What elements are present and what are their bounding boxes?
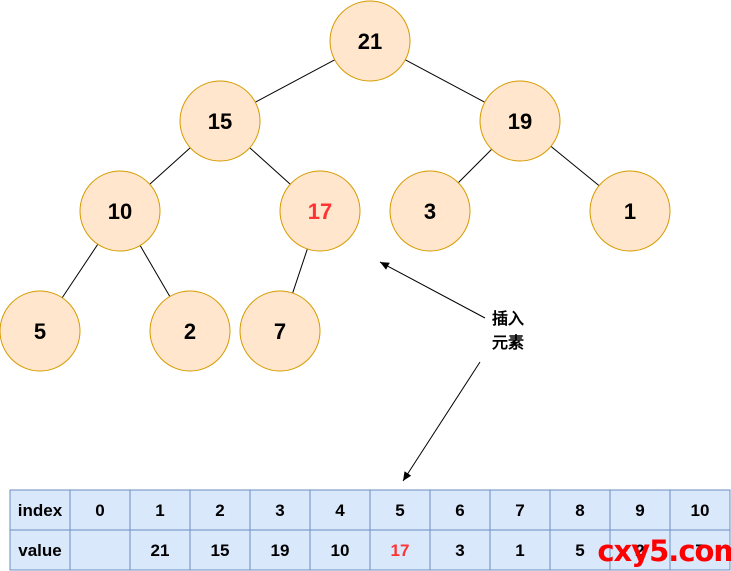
value-cell: 17 <box>391 541 410 560</box>
tree-node-circle <box>589 170 671 252</box>
tree-node-label: 7 <box>274 319 286 344</box>
tree-node-label: 5 <box>34 319 46 344</box>
tree-node: 15 <box>179 80 261 162</box>
index-cell: 8 <box>575 501 584 520</box>
tree-node-circle <box>479 80 561 162</box>
table-cell <box>669 489 731 531</box>
index-cell: 3 <box>275 501 284 520</box>
table-cell <box>549 529 611 571</box>
value-cell: 15 <box>211 541 230 560</box>
tree-node: 3 <box>389 170 471 252</box>
value-cell: 7 <box>695 541 704 560</box>
tree-edge <box>249 147 291 185</box>
index-cell: 2 <box>215 501 224 520</box>
index-cell: 6 <box>455 501 464 520</box>
tree-node-label: 17 <box>308 199 332 224</box>
row-header: value <box>18 541 61 560</box>
table-cell <box>369 489 431 531</box>
table-cell <box>429 529 491 571</box>
table-cell <box>489 529 551 571</box>
tree-node-circle <box>79 170 161 252</box>
tree-node-label: 10 <box>108 199 132 224</box>
tree-edge <box>550 145 600 187</box>
index-cell: 5 <box>395 501 404 520</box>
table-cell <box>249 489 311 531</box>
tree-node-label: 1 <box>624 199 636 224</box>
index-cell: 9 <box>635 501 644 520</box>
table-cell <box>9 529 71 571</box>
tree-node: 21 <box>329 0 411 82</box>
value-cell: 1 <box>515 541 524 560</box>
table-cell <box>309 489 371 531</box>
value-cell: 19 <box>271 541 290 560</box>
watermark: cxy5.com <box>597 534 731 568</box>
tree-edge <box>139 245 171 297</box>
index-cell: 1 <box>155 501 164 520</box>
table-cell <box>69 489 131 531</box>
table-cell <box>129 529 191 571</box>
tree-node-label: 3 <box>424 199 436 224</box>
table-cell <box>609 489 671 531</box>
tree-edge <box>61 244 99 298</box>
tree-node: 1 <box>589 170 671 252</box>
tree-node: 17 <box>279 170 361 252</box>
insert-annotation: 插入 元素 <box>379 261 524 482</box>
tree-node: 7 <box>239 290 321 372</box>
value-cell: 3 <box>455 541 464 560</box>
table-cell <box>609 529 671 571</box>
index-row: index 0 1 2 3 4 5 6 7 8 9 10 <box>9 489 731 531</box>
tree-node-label: 2 <box>184 319 196 344</box>
tree-node-circle <box>149 290 231 372</box>
value-cell: 10 <box>331 541 350 560</box>
table-cell <box>489 489 551 531</box>
value-cell: 5 <box>575 541 584 560</box>
tree-node-circle <box>0 290 81 372</box>
annotation-line-2: 元素 <box>492 333 524 352</box>
tree-node-circle <box>179 80 261 162</box>
tree-edge <box>457 148 493 184</box>
table-cell <box>549 489 611 531</box>
table-cell <box>129 489 191 531</box>
index-cell: 4 <box>335 501 345 520</box>
tree-node-circle <box>329 0 411 82</box>
tree-node-circle <box>279 170 361 252</box>
tree-node: 10 <box>79 170 161 252</box>
table-cell <box>69 529 131 571</box>
value-cell: 21 <box>151 541 170 560</box>
tree-node-label: 21 <box>358 29 382 54</box>
index-cell: 7 <box>515 501 524 520</box>
index-cell: 0 <box>95 501 104 520</box>
arrow-to-array <box>402 361 481 482</box>
table-cell <box>669 529 731 571</box>
tree-node-circle <box>239 290 321 372</box>
tree-node: 2 <box>149 290 231 372</box>
tree-edge <box>405 59 485 103</box>
table-cell <box>369 529 431 571</box>
tree-edge <box>292 248 308 294</box>
value-cell: 2 <box>635 541 644 560</box>
tree-node-label: 15 <box>208 109 232 134</box>
tree-node-circle <box>389 170 471 252</box>
tree-node-label: 19 <box>508 109 532 134</box>
index-cell: 10 <box>691 501 710 520</box>
row-header: index <box>18 501 63 520</box>
tree-node: 5 <box>0 290 81 372</box>
annotation-line-1: 插入 <box>492 309 524 328</box>
table-cell <box>189 529 251 571</box>
tree-edge <box>149 147 191 185</box>
tree-edge <box>255 59 335 103</box>
arrow-to-tree <box>379 261 486 319</box>
tree-edges <box>61 59 600 298</box>
tree-node: 19 <box>479 80 561 162</box>
table-cell <box>9 489 71 531</box>
